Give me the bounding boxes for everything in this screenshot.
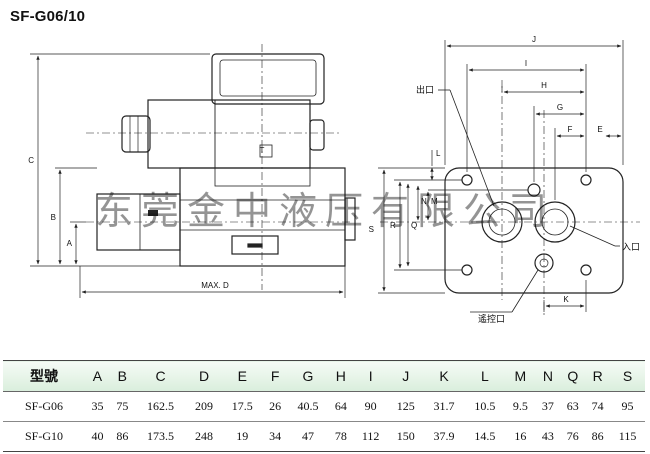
dim-f: F xyxy=(568,125,573,134)
dim-i: I xyxy=(525,59,527,68)
value-cell-g: 47 xyxy=(287,421,329,452)
column-header-j: J xyxy=(388,360,424,392)
column-header-g: G xyxy=(287,360,329,392)
dim-r: R xyxy=(390,221,396,230)
column-header-e: E xyxy=(221,360,263,392)
dim-a: A xyxy=(67,239,73,248)
t-label: T xyxy=(260,146,265,155)
column-header-f: F xyxy=(262,360,288,392)
column-header-k: K xyxy=(423,360,465,392)
value-cell-g: 40.5 xyxy=(287,391,329,422)
value-cell-q: 63 xyxy=(560,391,586,422)
value-cell-c: 162.5 xyxy=(134,391,187,422)
connector-box xyxy=(211,53,325,105)
drawing-title: SF-G06/10 xyxy=(10,8,86,25)
column-header-s: S xyxy=(610,360,645,392)
value-cell-b: 86 xyxy=(109,421,135,452)
column-header-n: N xyxy=(535,360,561,392)
value-cell-s: 115 xyxy=(610,421,645,452)
value-cell-r: 86 xyxy=(585,421,611,452)
bolt-hole xyxy=(461,264,473,276)
dim-k: K xyxy=(563,295,569,304)
watermark: 东莞金中液压有限公司 xyxy=(95,189,555,233)
column-header-r: R xyxy=(585,360,611,392)
value-cell-j: 125 xyxy=(388,391,424,422)
column-header-a: A xyxy=(85,360,110,392)
value-cell-m: 9.5 xyxy=(505,391,536,422)
bolt-hole xyxy=(580,174,592,186)
value-cell-d: 248 xyxy=(186,421,222,452)
dim-h: H xyxy=(541,81,547,90)
dim-b: B xyxy=(51,213,56,222)
value-cell-m: 16 xyxy=(505,421,536,452)
dim-g: G xyxy=(557,103,563,112)
value-cell-f: 26 xyxy=(262,391,288,422)
manual-knob xyxy=(121,115,151,153)
bolt-hole xyxy=(580,264,592,276)
bolt-hole xyxy=(461,174,473,186)
value-cell-j: 150 xyxy=(388,421,424,452)
model-cell: SF-G10 xyxy=(3,421,85,452)
value-cell-q: 76 xyxy=(560,421,586,452)
outlet-label: 出口 xyxy=(416,84,434,95)
value-cell-l: 10.5 xyxy=(464,391,506,422)
value-cell-n: 37 xyxy=(535,391,561,422)
column-header-i: I xyxy=(353,360,389,392)
dim-m: M xyxy=(431,197,438,206)
model-column-header: 型號 xyxy=(3,360,85,392)
value-cell-a: 35 xyxy=(85,391,110,422)
dim-n: N xyxy=(421,197,427,206)
value-cell-r: 74 xyxy=(585,391,611,422)
value-cell-i: 112 xyxy=(353,421,389,452)
value-cell-s: 95 xyxy=(610,391,645,422)
value-cell-n: 43 xyxy=(535,421,561,452)
value-cell-i: 90 xyxy=(353,391,389,422)
technical-drawing: T C B A MAX. D xyxy=(28,35,640,324)
dim-e: E xyxy=(597,125,602,134)
value-cell-c: 173.5 xyxy=(134,421,187,452)
value-cell-d: 209 xyxy=(186,391,222,422)
value-cell-h: 78 xyxy=(328,421,354,452)
dim-q: Q xyxy=(411,221,417,230)
column-header-c: C xyxy=(134,360,187,392)
column-header-l: L xyxy=(464,360,506,392)
dim-l: L xyxy=(436,149,441,158)
solenoid xyxy=(147,99,311,169)
column-header-m: M xyxy=(505,360,536,392)
value-cell-b: 75 xyxy=(109,391,135,422)
model-cell: SF-G06 xyxy=(3,391,85,422)
value-cell-k: 31.7 xyxy=(423,391,465,422)
pilot-label: 遙控口 xyxy=(478,313,505,324)
value-cell-e: 17.5 xyxy=(221,391,263,422)
value-cell-h: 64 xyxy=(328,391,354,422)
side-view xyxy=(86,44,356,290)
dim-j: J xyxy=(532,35,536,44)
value-cell-l: 14.5 xyxy=(464,421,506,452)
inlet-label: 入口 xyxy=(622,242,640,252)
dim-c: C xyxy=(28,156,34,165)
value-cell-a: 40 xyxy=(85,421,110,452)
value-cell-e: 19 xyxy=(221,421,263,452)
dim-s: S xyxy=(369,225,374,234)
column-header-b: B xyxy=(109,360,135,392)
column-header-d: D xyxy=(186,360,222,392)
column-header-h: H xyxy=(328,360,354,392)
value-cell-k: 37.9 xyxy=(423,421,465,452)
nameplate xyxy=(231,235,279,255)
value-cell-f: 34 xyxy=(262,421,288,452)
dim-max-d: MAX. D xyxy=(201,281,229,290)
column-header-q: Q xyxy=(560,360,586,392)
